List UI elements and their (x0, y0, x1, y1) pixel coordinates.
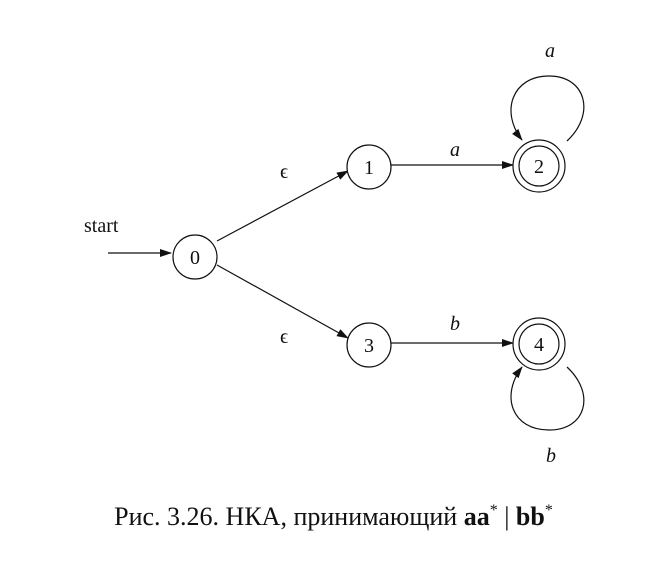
state-3-label: 3 (364, 335, 374, 357)
state-1-label: 1 (364, 157, 374, 179)
state-0: 0 (172, 234, 218, 280)
state-2-label: 2 (534, 156, 544, 178)
state-1: 1 (346, 144, 392, 190)
state-4-accepting: 4 (512, 317, 566, 371)
caption-star-2: * (544, 502, 553, 519)
caption-expr-1: aa (463, 502, 490, 531)
edge-label-3-4: b (450, 313, 460, 335)
edge-label-1-2: a (450, 139, 460, 161)
edge-label-0-1: ϵ (280, 161, 288, 183)
self-loop-4 (510, 366, 585, 431)
state-2-accepting: 2 (512, 139, 566, 193)
edge-label-0-3: ϵ (280, 326, 288, 348)
edge-0-3 (216, 264, 349, 339)
loop-label-2: a (545, 40, 555, 62)
edge-0-1 (216, 170, 349, 242)
state-0-label: 0 (190, 247, 200, 269)
caption-prefix: Рис. 3.26. НКА, принимающий (114, 502, 464, 531)
state-3: 3 (346, 322, 392, 368)
caption-star-1: * (489, 502, 498, 519)
nfa-diagram: start ϵ ϵ a b a b 0 1 2 3 4 (84, 40, 585, 467)
self-loop-2 (510, 75, 585, 142)
state-4-label: 4 (534, 334, 544, 356)
caption-expr-2: bb (515, 502, 545, 531)
caption-separator: | (497, 502, 516, 531)
start-label: start (84, 215, 119, 237)
figure-caption: Рис. 3.26. НКА, принимающий aa* | bb* (0, 502, 667, 532)
loop-label-4: b (546, 445, 556, 467)
